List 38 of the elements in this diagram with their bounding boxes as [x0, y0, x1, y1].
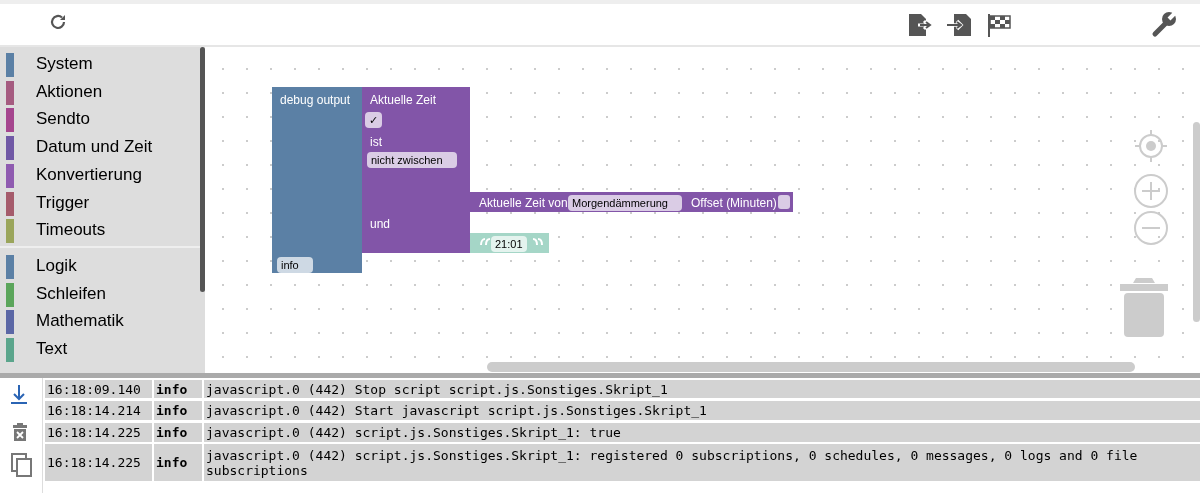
checkbox: ✓: [365, 112, 382, 128]
category-label: Text: [36, 339, 68, 359]
block-label: debug output: [280, 93, 351, 107]
log-message: javascript.0 (442) script.js.Sonstiges.Skript_1: true: [204, 423, 1200, 442]
dropdown: info: [277, 257, 313, 273]
output-block: [272, 87, 362, 273]
text-block: [470, 233, 549, 253]
block-label: ist: [370, 135, 382, 149]
log-message: javascript.0 (442) Start javascript script.js.Sonstiges.Skript_1: [204, 401, 1200, 420]
category-label: Sendto: [36, 109, 90, 130]
category-label: Mathematik: [36, 311, 124, 332]
category-label: Datum und Zeit: [36, 137, 153, 158]
timestamp: 16:18:14.214: [45, 401, 152, 420]
log-level: info: [154, 380, 202, 398]
timestamp: 16:18:14.225: [45, 423, 152, 442]
category-label: Konvertierung: [36, 164, 142, 185]
category-label: Timeouts: [36, 220, 106, 241]
block-label: Aktuelle Zeit von: [479, 196, 568, 210]
log-message: javascript.0 (442) script.js.Sonstiges.Skript_1: registered 0 subscriptions, 0 schedules, 0 messages, 0 logs and 0 file subscriptions: [204, 444, 1200, 481]
block-label: Aktuelle Zeit: [370, 93, 437, 107]
timestamp: 16:18:14.225: [45, 444, 152, 481]
category-label: Schleifen: [36, 283, 106, 304]
category-label: Logik: [36, 255, 77, 276]
dropdown: nicht zwischen: [367, 152, 457, 168]
block-label: Offset (Minuten): [691, 196, 777, 210]
log-level: info: [154, 401, 202, 420]
block-label: und: [370, 217, 391, 231]
dropdown: Morgendämmerung: [568, 195, 682, 211]
category-label: Aktionen: [36, 81, 103, 102]
log-level: info: [154, 423, 202, 442]
log-level: info: [154, 444, 202, 481]
time-block: [470, 192, 793, 212]
category-label: System: [36, 54, 93, 74]
category-label: Trigger: [36, 192, 90, 213]
timestamp: 16:18:09.140: [45, 380, 152, 398]
comparison-block: [362, 87, 470, 253]
log-message: javascript.0 (442) Stop script script.js.Sonstiges.Skript_1: [204, 380, 1200, 398]
text-field: 21:01: [491, 236, 527, 252]
